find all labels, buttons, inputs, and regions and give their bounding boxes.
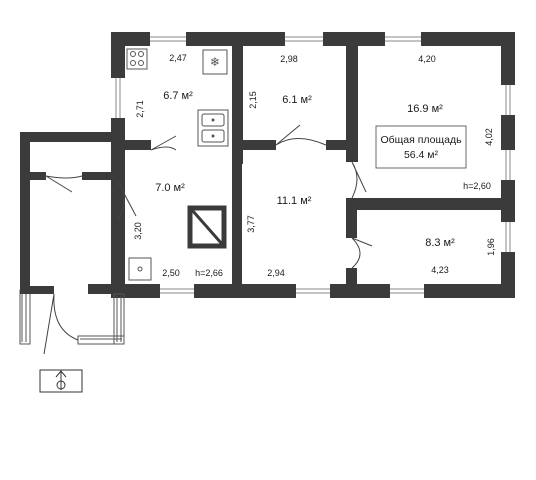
dim-hall-height: h=2,66 xyxy=(195,268,223,278)
dim-kitchen-top: 2,47 xyxy=(169,53,187,63)
wall-annex-top xyxy=(20,132,120,142)
entrance-arrow-icon xyxy=(39,369,83,393)
area-room-mid: 11.1 м² xyxy=(277,195,312,207)
wall-annex-mid2 xyxy=(82,172,120,180)
window-small-bottom xyxy=(390,284,424,298)
area-kitchen: 6.7 м² xyxy=(163,90,193,102)
window-small-right xyxy=(501,222,515,252)
total-area-box xyxy=(375,125,467,169)
door-room-a xyxy=(275,124,327,146)
doors xyxy=(43,124,373,355)
area-room-big: 16.9 м² xyxy=(407,103,443,115)
wall-left-main xyxy=(111,32,125,298)
wall-horizontal-2 xyxy=(232,140,276,150)
dim-hall-side: 3,20 xyxy=(133,222,143,240)
window-mid-bottom xyxy=(296,284,330,298)
dim-big-top: 4,20 xyxy=(418,54,436,64)
total-area-label: Общая площадь xyxy=(380,134,462,146)
window-kitchen-top xyxy=(150,32,186,46)
dim-mid-side: 3,77 xyxy=(246,215,256,233)
dim-big-height: h=2,60 xyxy=(463,181,491,191)
dim-hall-bottom: 2,50 xyxy=(162,268,180,278)
dim-room-a-side: 2,15 xyxy=(248,91,258,109)
hall-fixtures xyxy=(128,205,227,281)
windows xyxy=(111,32,515,298)
dim-kitchen-side: 2,71 xyxy=(135,100,145,118)
area-room-sm: 8.3 м² xyxy=(425,237,455,249)
window-room-a-top xyxy=(285,32,323,46)
door-small xyxy=(351,237,373,269)
wall-partition-4 xyxy=(346,198,357,238)
dim-mid-bottom: 2,94 xyxy=(267,268,285,278)
window-kitchen-left xyxy=(111,78,125,118)
wall-partition-2 xyxy=(346,32,358,162)
wall-annex-bottom xyxy=(88,284,124,294)
fridge-icon xyxy=(202,49,228,75)
area-hall: 7.0 м² xyxy=(155,182,185,194)
veranda xyxy=(19,286,125,345)
dim-small-side: 1,96 xyxy=(486,238,496,256)
door-annex-inner xyxy=(45,175,83,193)
dim-small-bottom: 4,23 xyxy=(431,265,449,275)
dim-room-a-top: 2,98 xyxy=(280,54,298,64)
wall-horizontal-3 xyxy=(326,140,358,150)
window-hall-bottom xyxy=(160,284,194,298)
area-room-a: 6.1 м² xyxy=(282,94,312,106)
kitchen-fixtures: ❄ xyxy=(126,48,229,147)
wall-partition-5 xyxy=(346,268,357,298)
door-big xyxy=(351,161,367,199)
wall-partition-3 xyxy=(232,150,242,298)
window-big-right-2 xyxy=(501,150,515,180)
total-area-value: 56.4 м² xyxy=(404,149,439,161)
stove-icon xyxy=(126,48,148,70)
wall-partition-1 xyxy=(232,32,243,164)
svg-text:❄: ❄ xyxy=(210,55,220,69)
wall-annex-left xyxy=(20,132,30,292)
shower-icon xyxy=(128,257,152,281)
window-big-right-1 xyxy=(501,85,515,115)
dim-big-side: 4,02 xyxy=(484,128,494,146)
veranda-corner-bl xyxy=(20,286,54,294)
door-veranda xyxy=(43,293,79,355)
door-hall-left xyxy=(117,181,137,221)
wall-horizontal-1 xyxy=(111,140,151,150)
wall-annex-mid xyxy=(28,172,46,180)
door-kitchen xyxy=(150,135,177,151)
window-big-top xyxy=(385,32,421,46)
wall-horizontal-4 xyxy=(346,198,515,210)
